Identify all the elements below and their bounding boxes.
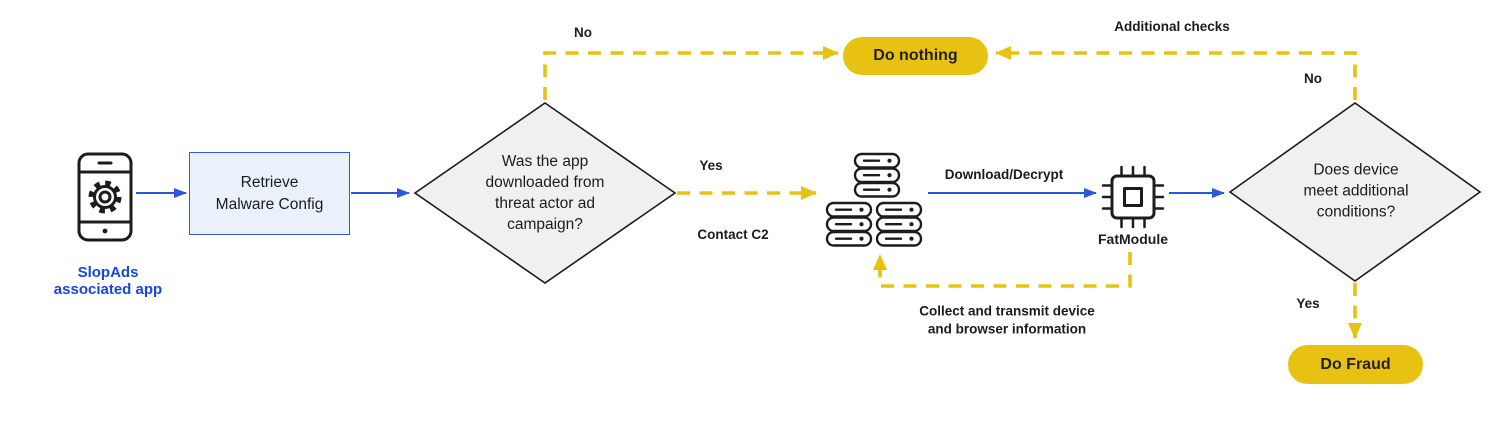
app-label: SlopAds associated app (53, 264, 163, 299)
edge-additional-checks-to-do-nothing (995, 46, 1357, 100)
edge-label-no-conditions: No (1304, 71, 1322, 87)
edge-label-yes-download: Yes (699, 158, 723, 174)
edge-no-to-do-nothing (543, 46, 839, 100)
do-fraud-node: Do Fraud (1288, 345, 1423, 384)
retrieve-config-node: Retrieve Malware Config (189, 152, 350, 235)
edge-label-yes-conditions: Yes (1296, 296, 1320, 312)
edge-collect-transmit-feedback (873, 252, 1132, 288)
edge-label-collect-transmit: Collect and transmit device and browser … (919, 303, 1095, 336)
edge-label-contact-c2: Contact C2 (697, 227, 769, 243)
do-nothing-node: Do nothing (843, 37, 988, 75)
edge-label-additional-checks: Additional checks (1114, 19, 1230, 35)
decision-downloaded-text: Was the app downloaded from threat actor… (485, 153, 605, 233)
edge-label-download-decrypt: Download/Decrypt (944, 167, 1064, 183)
fatmodule-label: FatModule (1098, 230, 1168, 247)
c2-server-stack-icon (825, 152, 923, 247)
decision-conditions-diamond (1228, 102, 1482, 282)
edge-label-no-download: No (574, 25, 592, 41)
gear-icon (88, 180, 122, 214)
decision-downloaded-diamond (413, 102, 677, 284)
smartphone-gear-icon (77, 152, 133, 242)
cpu-chip-icon (1101, 165, 1165, 229)
decision-conditions-text: Does device meet additional conditions? (1303, 161, 1409, 221)
